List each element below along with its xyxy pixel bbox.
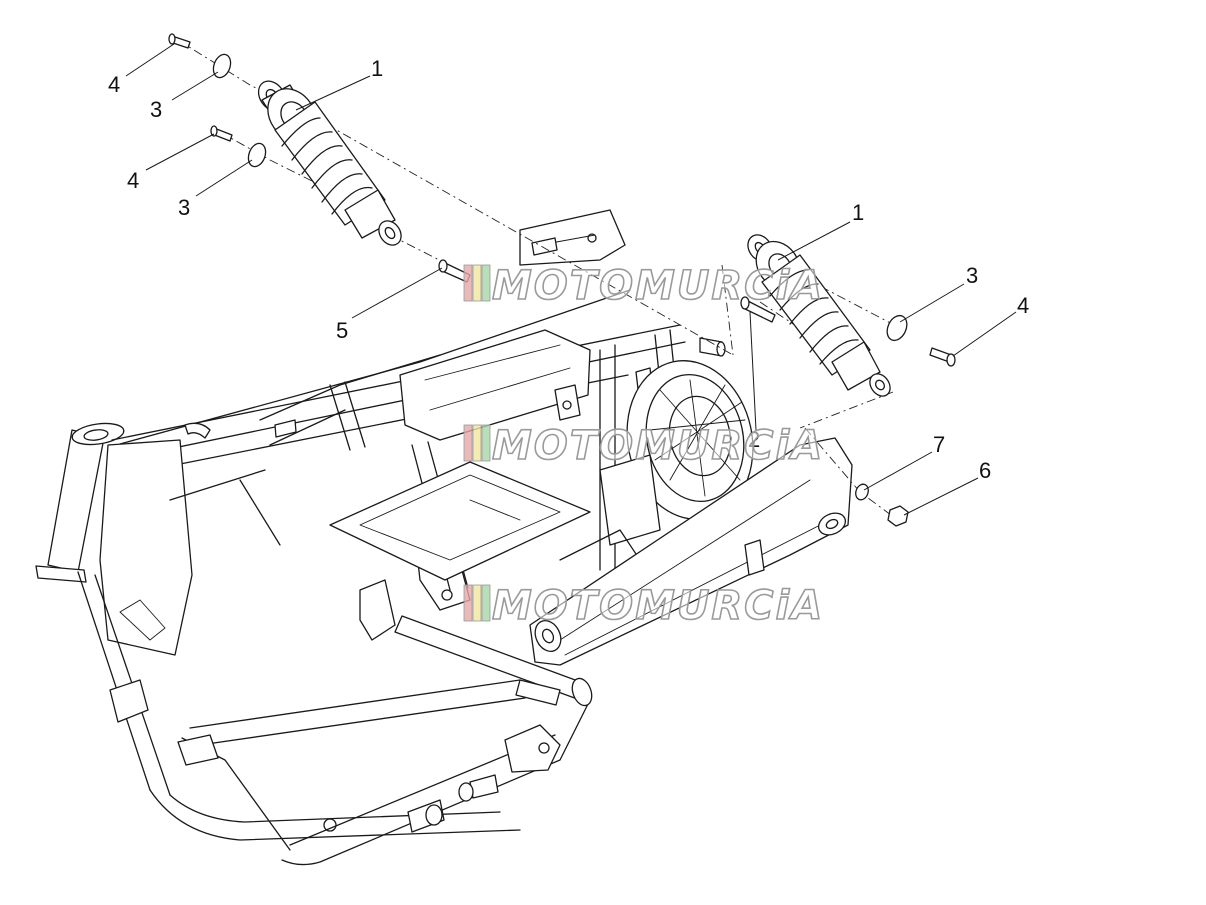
bolt-item-2 bbox=[740, 296, 776, 323]
screw-item-4-upper bbox=[168, 33, 191, 49]
watermark-middle: MOTOMURCiA bbox=[463, 422, 824, 470]
callout-1-right-shock: 1 bbox=[852, 200, 864, 225]
screw-item-4-right bbox=[929, 347, 956, 367]
callout-5-bolt: 5 bbox=[336, 318, 348, 343]
screw-item-4-middle bbox=[210, 125, 233, 142]
callout-2-bolt: 2 bbox=[748, 427, 760, 452]
callout-3-middle-washer: 3 bbox=[178, 195, 190, 220]
swingarm bbox=[529, 437, 853, 666]
washer-item-3-right bbox=[886, 314, 908, 342]
callout-7-washer: 7 bbox=[933, 432, 945, 457]
right-shock-absorber bbox=[747, 234, 891, 397]
svg-text:MOTOMURCiA: MOTOMURCiA bbox=[492, 583, 824, 629]
watermark-top: MOTOMURCiA bbox=[463, 262, 824, 310]
callout-4-right-screw: 4 bbox=[1017, 293, 1029, 318]
watermark-bottom: MOTOMURCiA bbox=[463, 582, 824, 630]
callout-3-right-washer: 3 bbox=[966, 263, 978, 288]
callout-leaders bbox=[125, 43, 1017, 516]
motorcycle-frame bbox=[35, 209, 726, 866]
nut-item-6 bbox=[887, 505, 909, 527]
svg-text:MOTOMURCiA: MOTOMURCiA bbox=[492, 263, 824, 309]
callout-6-nut: 6 bbox=[979, 458, 991, 483]
washer-item-3-upper bbox=[212, 53, 232, 79]
callout-4-upper-screw: 4 bbox=[108, 72, 120, 97]
callout-4-middle-screw: 4 bbox=[127, 168, 139, 193]
steering-head-tube bbox=[35, 422, 125, 583]
washer-item-7 bbox=[855, 483, 869, 501]
callout-1-left-shock: 1 bbox=[371, 56, 383, 81]
callout-3-upper-washer: 3 bbox=[150, 97, 162, 122]
left-shock-absorber bbox=[257, 80, 402, 246]
callout-labels: 1 3 4 4 3 5 1 3 4 2 7 6 bbox=[108, 56, 1029, 483]
svg-text:MOTOMURCiA: MOTOMURCiA bbox=[492, 423, 824, 469]
washer-item-3-middle bbox=[247, 142, 267, 168]
